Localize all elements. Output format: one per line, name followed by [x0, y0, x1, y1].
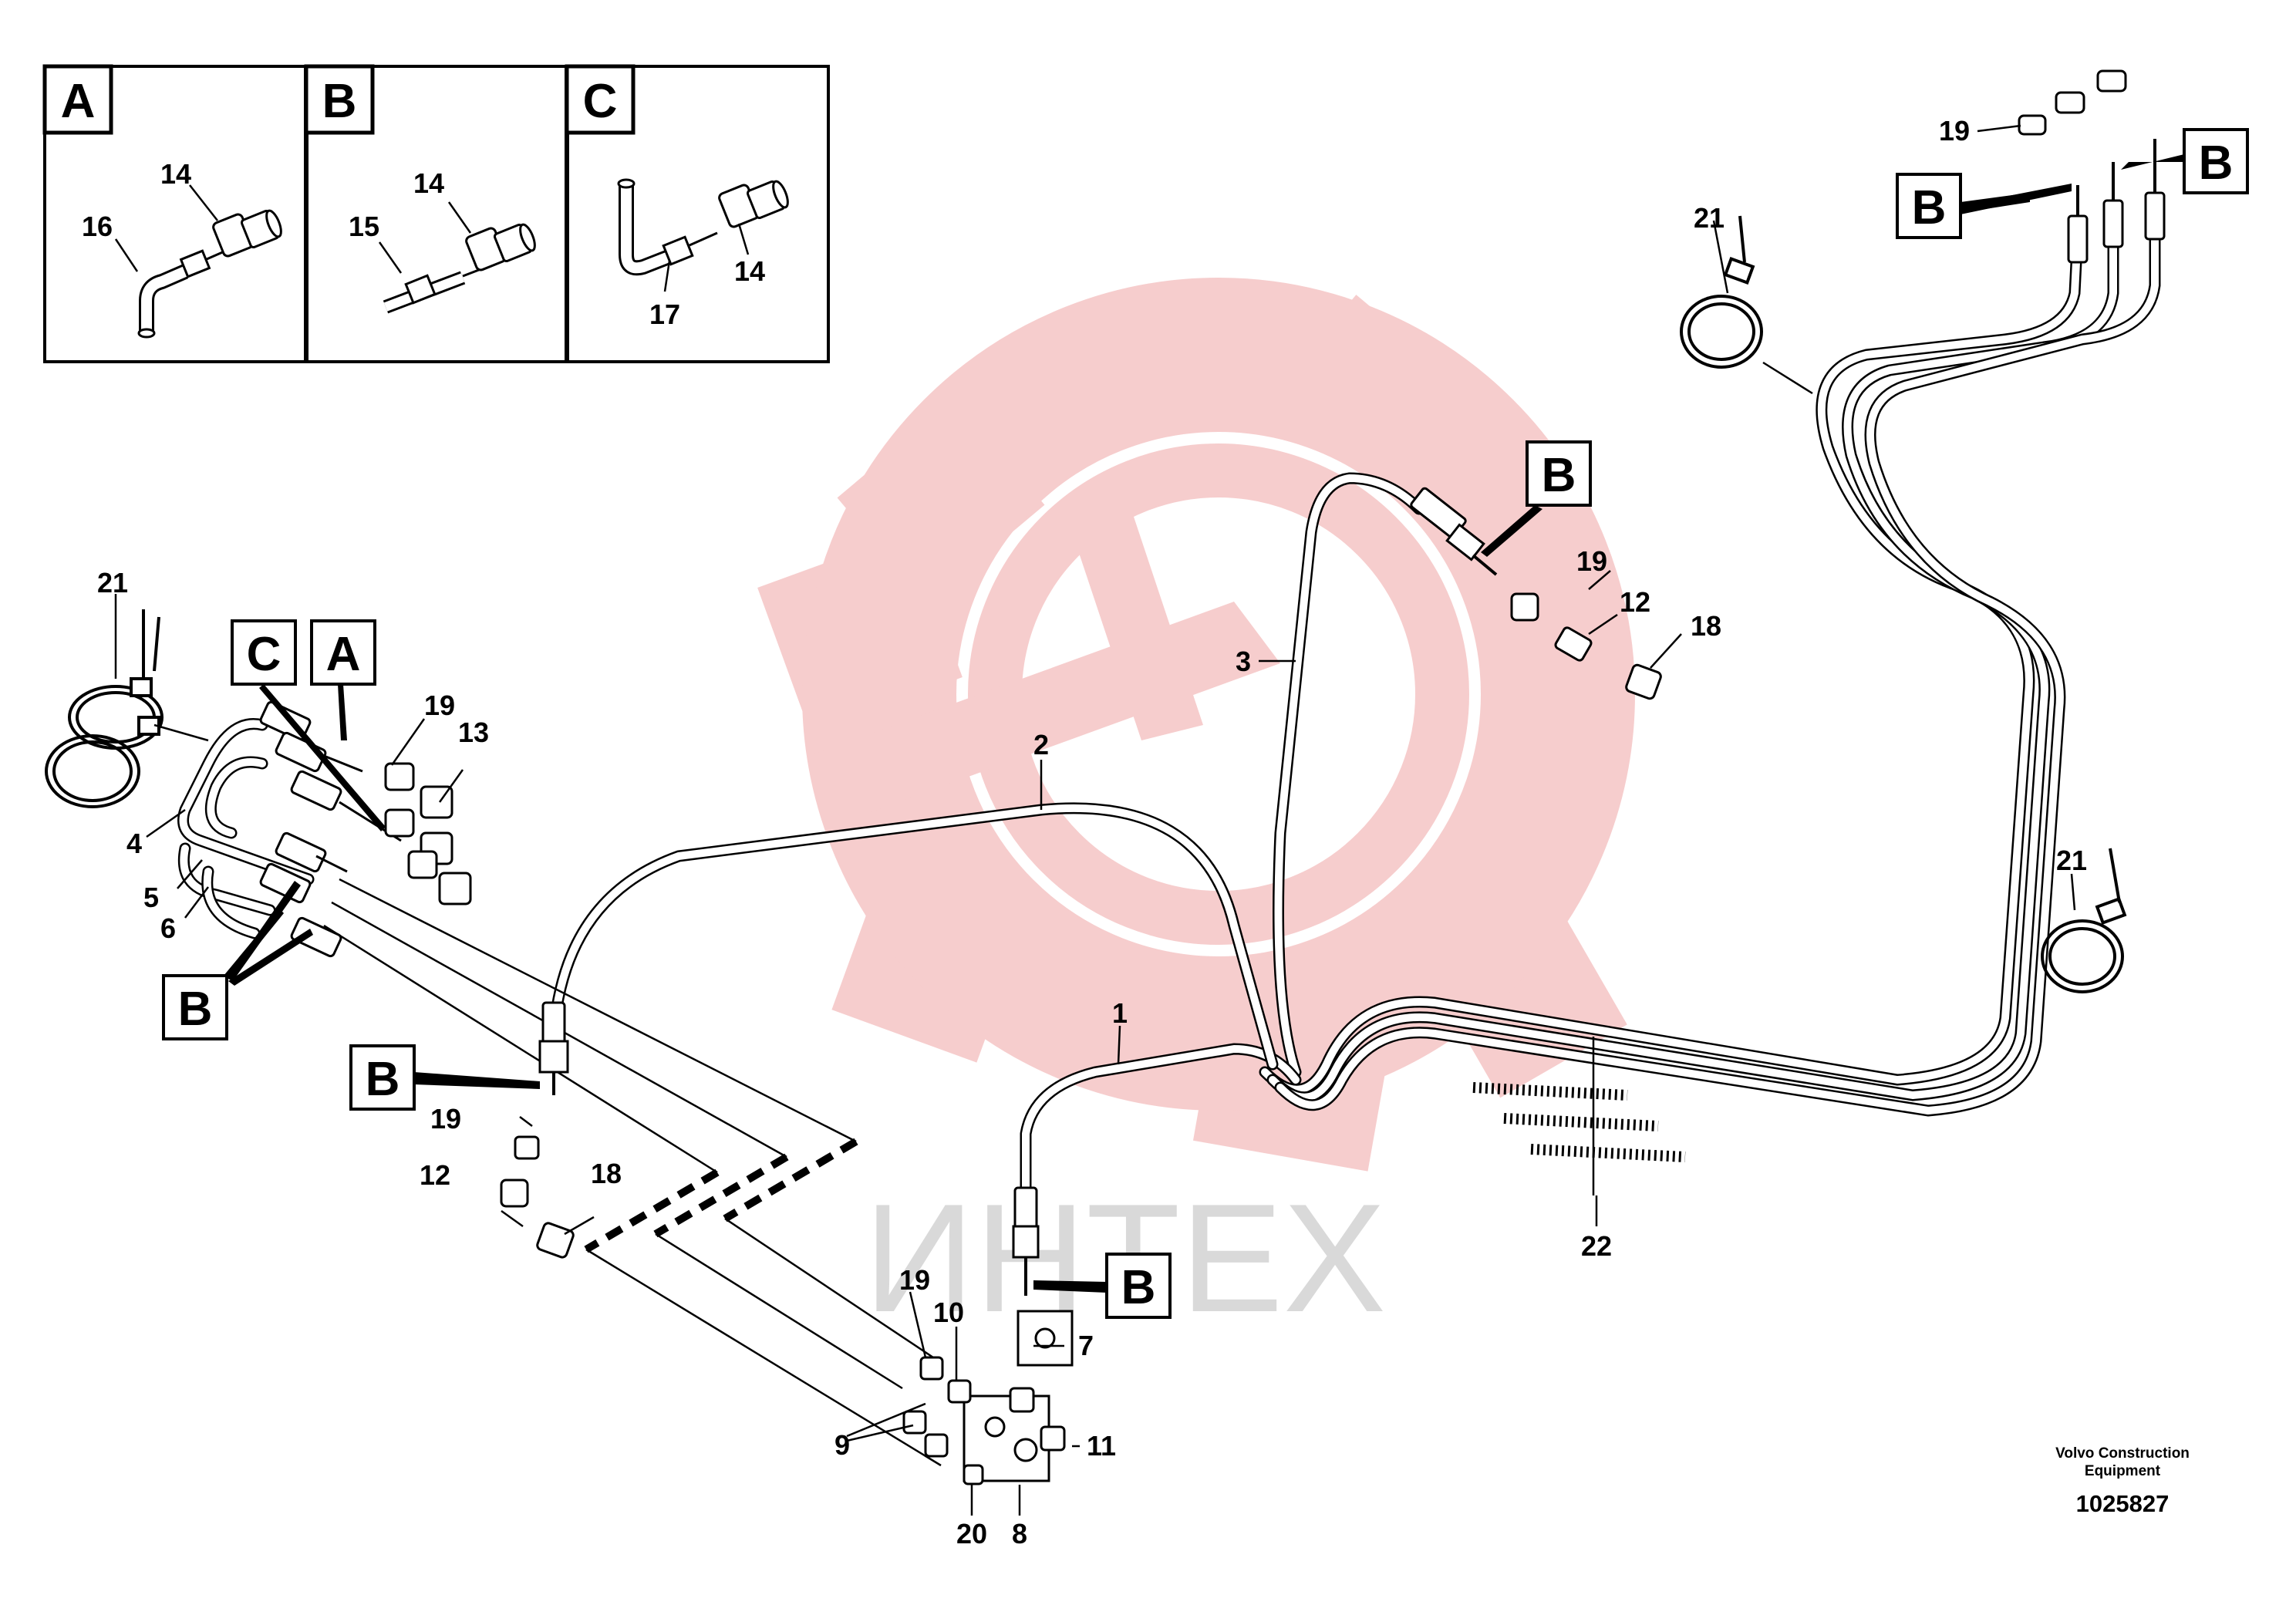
inset-b-straight-fitting [383, 267, 484, 314]
footer-block: Volvo Construction Equipment 1025827 [2055, 1445, 2190, 1517]
fitting-hose-2-end [538, 1001, 569, 1095]
svg-text:6: 6 [160, 912, 176, 944]
svg-text:C: C [583, 75, 618, 128]
detail-box-b-hose-2: B [349, 1044, 540, 1111]
inset-a-nut-fitting [212, 209, 282, 258]
svg-text:B: B [366, 1053, 400, 1106]
inset-a-letter-box: A [42, 64, 113, 135]
svg-text:10: 10 [933, 1297, 964, 1328]
detail-inset-panel: A B C 14 16 [42, 64, 830, 363]
detail-box-b-top-right-1: B [2121, 128, 2249, 194]
svg-text:8: 8 [1012, 1518, 1027, 1549]
svg-text:13: 13 [458, 717, 489, 748]
svg-text:12: 12 [1620, 586, 1650, 618]
inset-b-letter-box: B [304, 64, 375, 135]
svg-text:5: 5 [143, 882, 159, 913]
svg-text:15: 15 [349, 211, 379, 242]
hose-3 [1273, 472, 1425, 1078]
svg-text:14: 14 [160, 158, 191, 190]
svg-text:14: 14 [413, 167, 444, 199]
company-name-line2: Equipment [2085, 1463, 2161, 1479]
caps-19-top-right [2018, 69, 2127, 136]
leader-lines [114, 124, 2076, 1516]
svg-text:12: 12 [420, 1159, 450, 1191]
svg-text:4: 4 [126, 828, 142, 859]
spring-guards-22 [1472, 1082, 1686, 1162]
svg-text:A: A [61, 75, 96, 128]
inset-b-nut-fitting [465, 223, 536, 271]
svg-text:9: 9 [834, 1429, 850, 1461]
detail-box-b-left: B [162, 881, 313, 1040]
svg-text:14: 14 [734, 255, 765, 287]
svg-text:C: C [247, 628, 282, 681]
svg-text:19: 19 [430, 1103, 461, 1135]
fitting-top-right-ends [2067, 139, 2166, 264]
detail-box-b-hose-3: B [1481, 440, 1592, 557]
svg-text:11: 11 [1087, 1430, 1116, 1462]
svg-text:21: 21 [1694, 202, 1725, 234]
detail-box-a-left: A [310, 619, 376, 740]
hose-bundle-left [177, 718, 315, 939]
fittings-left-group [259, 700, 402, 958]
svg-text:B: B [1121, 1261, 1156, 1314]
svg-text:18: 18 [1691, 610, 1721, 642]
part-number-labels: 1 2 3 4 5 6 7 8 9 10 11 12 12 13 18 18 1… [97, 115, 2087, 1549]
svg-text:17: 17 [649, 298, 680, 330]
svg-text:18: 18 [591, 1158, 622, 1189]
detail-box-b-hose-1: B [1033, 1253, 1172, 1319]
svg-text:B: B [178, 983, 213, 1036]
svg-text:B: B [1542, 449, 1576, 502]
nuts-13-group [384, 762, 472, 905]
svg-text:19: 19 [1576, 545, 1607, 577]
fitting-hose-3-end [1410, 487, 1498, 576]
inset-c-letter-box: C [565, 64, 636, 135]
svg-text:19: 19 [899, 1264, 930, 1296]
svg-text:21: 21 [2056, 845, 2087, 876]
svg-text:A: A [326, 628, 361, 681]
svg-text:1: 1 [1112, 997, 1128, 1029]
detail-box-b-top-right-2: B [1896, 173, 2072, 239]
fittings-12-18-19-left [500, 1135, 575, 1259]
svg-text:16: 16 [82, 211, 113, 242]
svg-text:19: 19 [424, 690, 455, 721]
svg-text:20: 20 [956, 1518, 987, 1549]
inset-c-bent-tube-fitting [617, 178, 718, 276]
inset-a-elbow-fitting [137, 247, 232, 339]
svg-text:22: 22 [1581, 1230, 1612, 1262]
fitting-hose-1-end [1012, 1186, 1040, 1296]
detail-box-c-left: C [231, 619, 386, 831]
cable-ties-21 [45, 215, 2127, 993]
hose-bundle-right [1259, 225, 2161, 1117]
svg-text:B: B [2199, 137, 2234, 190]
svg-text:19: 19 [1939, 115, 1970, 147]
fittings-12-18-19-right [1510, 592, 1662, 700]
svg-text:3: 3 [1236, 646, 1251, 677]
valve-block [902, 1310, 1074, 1485]
svg-text:B: B [1912, 181, 1947, 234]
watermark-gear-logo [757, 278, 1635, 1172]
inset-c-nut-fitting [718, 180, 789, 228]
company-name-line1: Volvo Construction [2055, 1445, 2190, 1462]
svg-text:2: 2 [1033, 729, 1049, 760]
drawing-number: 1025827 [2076, 1490, 2170, 1517]
svg-text:21: 21 [97, 567, 128, 599]
svg-text:7: 7 [1078, 1330, 1094, 1361]
svg-text:B: B [322, 75, 357, 128]
